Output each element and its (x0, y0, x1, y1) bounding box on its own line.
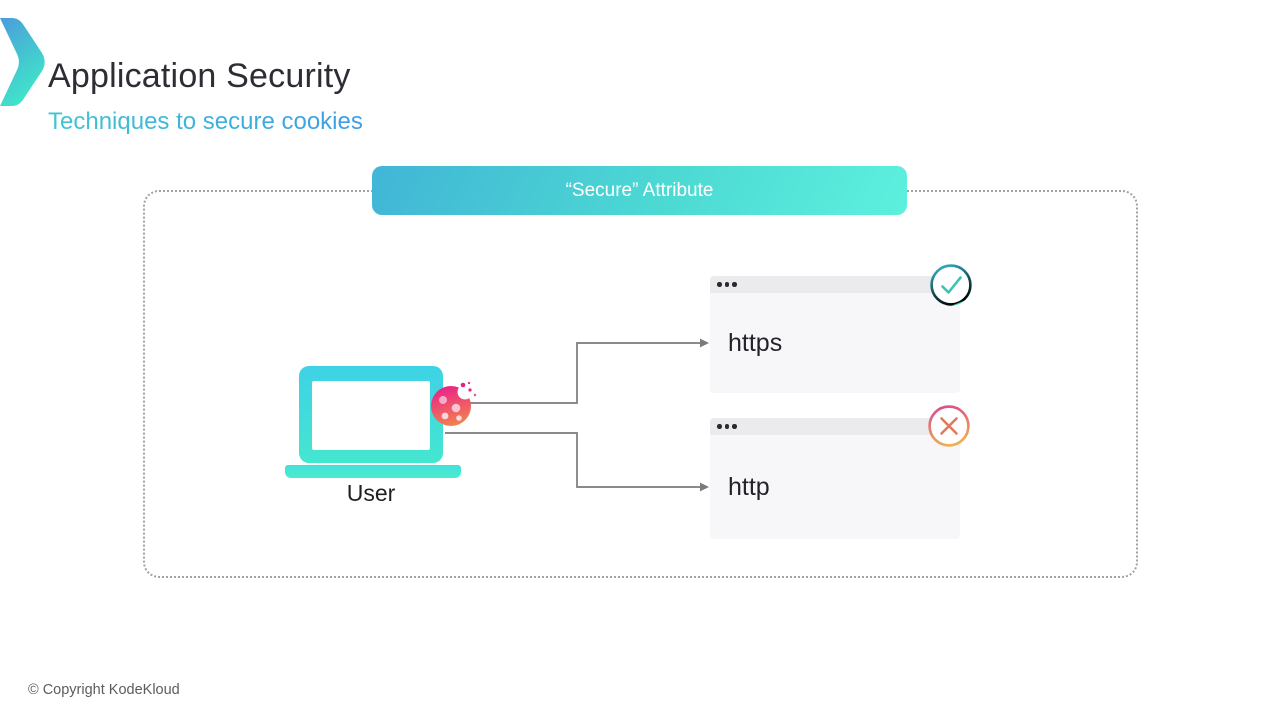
window-titlebar (710, 418, 960, 435)
dot-icon (724, 424, 729, 429)
window-body: https (710, 293, 960, 393)
http-label: http (728, 472, 770, 501)
page-title: Application Security (48, 57, 351, 95)
dot-icon (717, 282, 722, 287)
dot-icon (732, 424, 737, 429)
browser-window-https: https (710, 276, 960, 393)
https-label: https (728, 328, 783, 357)
laptop-base (285, 465, 461, 478)
user-label: User (346, 480, 396, 506)
secure-attribute-banner: “Secure” Attribute (372, 166, 907, 215)
check-icon (930, 264, 972, 306)
laptop-screen (312, 381, 430, 450)
window-body: http (710, 435, 960, 539)
dot-icon (724, 282, 729, 287)
window-titlebar (710, 276, 960, 293)
dot-icon (717, 424, 722, 429)
cross-icon (928, 405, 970, 447)
diagram-frame (143, 190, 1138, 578)
cookie-icon (431, 381, 477, 426)
page-subtitle: Techniques to secure cookies (48, 108, 363, 135)
browser-window-http: http (710, 418, 960, 539)
chevron-logo-icon (0, 18, 45, 106)
laptop-icon (299, 366, 443, 463)
banner-label: “Secure” Attribute (565, 179, 714, 201)
copyright-text: © Copyright KodeKloud (28, 682, 180, 698)
dot-icon (732, 282, 737, 287)
